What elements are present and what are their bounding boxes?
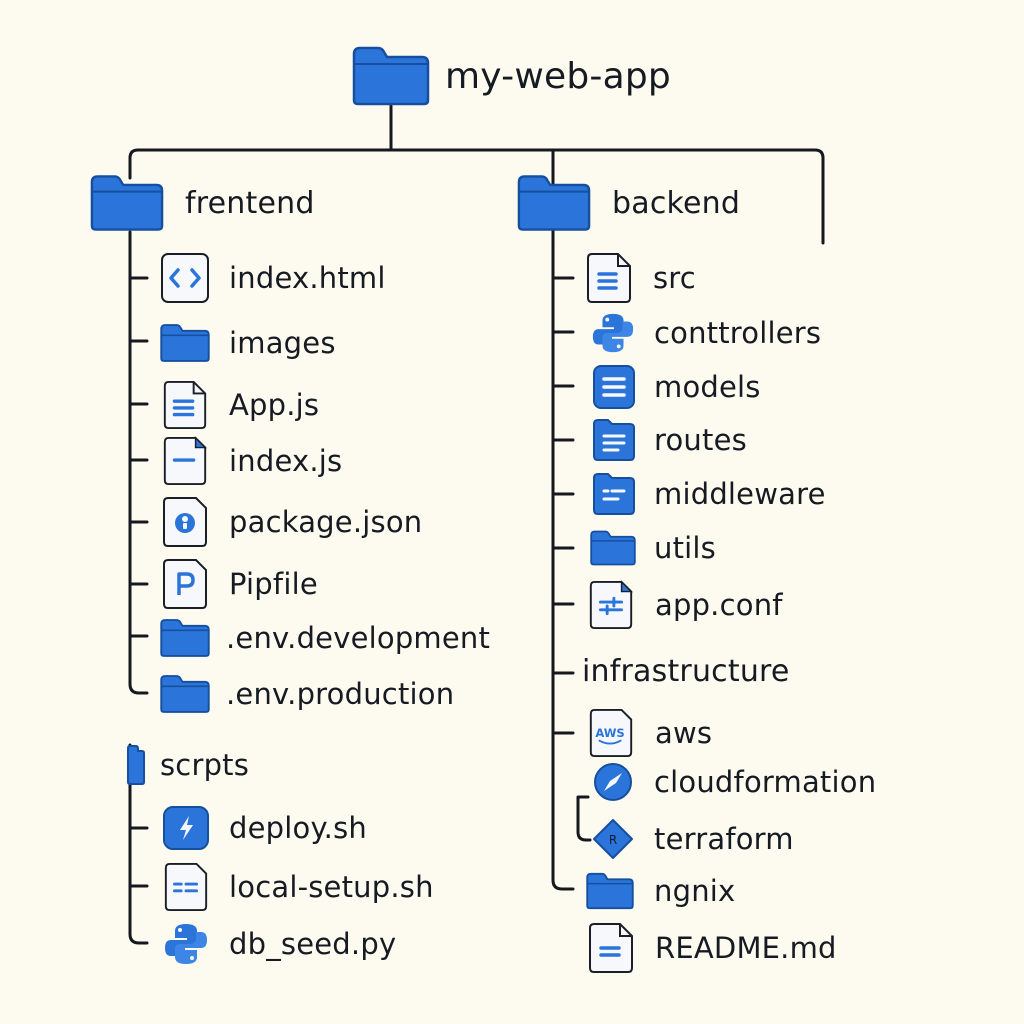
infra-item-label: README.md bbox=[655, 931, 837, 965]
frontend-folder-label: frentend bbox=[185, 185, 315, 221]
folder-icon bbox=[517, 175, 591, 231]
python-icon bbox=[592, 313, 634, 353]
infra-item-label: ngnix bbox=[654, 874, 736, 908]
infra-item-nginx[interactable]: ngnix bbox=[586, 870, 735, 912]
frontend-item-pipfile[interactable]: Pipfile bbox=[160, 558, 318, 610]
frontend-item-label: .env.development bbox=[226, 621, 491, 655]
frontend-item-label: package.json bbox=[229, 505, 423, 539]
infra-item-cloudformation[interactable]: cloudformation bbox=[593, 762, 876, 802]
folder-icon bbox=[586, 872, 634, 910]
scripts-item-label: deploy.sh bbox=[229, 811, 367, 845]
text-file-icon bbox=[163, 380, 207, 430]
scripts-folder[interactable]: scrpts bbox=[124, 744, 249, 786]
folder-icon bbox=[590, 530, 636, 566]
backend-item-label: models bbox=[654, 370, 761, 404]
text-file-icon bbox=[163, 436, 207, 486]
document-folder-icon bbox=[593, 473, 635, 515]
folder-icon bbox=[90, 175, 164, 231]
frontend-item-label: index.js bbox=[229, 444, 343, 478]
backend-item-src[interactable]: src bbox=[584, 252, 696, 304]
scripts-item-local-setup-sh[interactable]: local-setup.sh bbox=[162, 862, 434, 912]
backend-item-label: routes bbox=[654, 423, 747, 457]
infra-item-label: aws bbox=[655, 716, 713, 750]
backend-item-routes[interactable]: routes bbox=[592, 418, 747, 462]
backend-item-label: conttrollers bbox=[654, 316, 822, 350]
backend-item-app-conf[interactable]: app.conf bbox=[586, 580, 783, 630]
frontend-item-app-js[interactable]: App.js bbox=[160, 380, 319, 430]
folder-icon bbox=[160, 324, 210, 362]
scripts-item-db-seed-py[interactable]: db_seed.py bbox=[162, 920, 396, 968]
scripts-folder-label: scrpts bbox=[160, 748, 250, 782]
script-file-icon bbox=[164, 863, 208, 911]
infra-item-aws[interactable]: AWS aws bbox=[586, 708, 712, 758]
backend-folder[interactable]: backend bbox=[517, 174, 740, 232]
package-file-icon bbox=[163, 497, 207, 547]
document-icon bbox=[593, 365, 635, 409]
frontend-folder[interactable]: frentend bbox=[90, 174, 315, 232]
infrastructure-folder-label: infrastructure bbox=[582, 654, 790, 689]
scripts-item-deploy-sh[interactable]: deploy.sh bbox=[162, 805, 367, 851]
aws-badge-text: AWS bbox=[595, 726, 624, 740]
text-file-icon bbox=[589, 923, 633, 973]
document-folder-icon bbox=[593, 419, 635, 461]
frontend-item-label: images bbox=[229, 326, 336, 360]
scripts-item-label: local-setup.sh bbox=[229, 870, 434, 904]
backend-item-models[interactable]: models bbox=[592, 364, 761, 410]
folder-icon bbox=[352, 46, 430, 106]
folder-icon bbox=[160, 619, 210, 657]
frontend-item-index-js[interactable]: index.js bbox=[160, 436, 342, 486]
terraform-icon: R bbox=[593, 819, 633, 859]
folder-icon bbox=[160, 675, 210, 713]
frontend-item-label: App.js bbox=[229, 388, 320, 422]
frontend-item-package-json[interactable]: package.json bbox=[160, 496, 422, 548]
root-folder[interactable]: my-web-app bbox=[352, 46, 671, 106]
aws-icon: AWS bbox=[589, 708, 633, 758]
python-icon bbox=[165, 924, 207, 964]
text-file-icon bbox=[587, 253, 631, 303]
frontend-item-label: Pipfile bbox=[229, 567, 318, 601]
infra-item-label: cloudformation bbox=[654, 765, 877, 799]
scripts-item-label: db_seed.py bbox=[229, 927, 397, 961]
backend-item-label: app.conf bbox=[655, 588, 783, 622]
backend-item-label: utils bbox=[654, 531, 716, 565]
infrastructure-folder[interactable]: infrastructure bbox=[582, 654, 790, 689]
root-folder-label: my-web-app bbox=[445, 55, 671, 97]
infra-item-label: terraform bbox=[654, 822, 794, 856]
folder-icon bbox=[127, 745, 145, 785]
backend-item-middleware[interactable]: middleware bbox=[592, 472, 826, 516]
terraform-badge-text: R bbox=[609, 833, 617, 847]
frontend-item-label: .env.production bbox=[226, 677, 455, 711]
backend-item-utils[interactable]: utils bbox=[590, 527, 716, 569]
frontend-item-images[interactable]: images bbox=[160, 322, 336, 364]
infra-item-readme[interactable]: README.md bbox=[586, 922, 837, 974]
backend-item-controllers[interactable]: conttrollers bbox=[590, 310, 821, 356]
backend-item-label: src bbox=[653, 261, 696, 295]
frontend-item-label: index.html bbox=[229, 261, 386, 295]
frontend-item-env-development[interactable]: .env.development bbox=[160, 617, 490, 659]
infra-item-terraform[interactable]: R terraform bbox=[592, 818, 794, 860]
backend-item-label: middleware bbox=[654, 477, 826, 511]
code-file-icon bbox=[161, 253, 209, 303]
pipfile-icon bbox=[163, 559, 207, 609]
frontend-item-env-production[interactable]: .env.production bbox=[160, 673, 454, 715]
compass-icon bbox=[594, 763, 632, 801]
backend-folder-label: backend bbox=[612, 185, 741, 221]
frontend-item-index-html[interactable]: index.html bbox=[160, 252, 386, 304]
bolt-icon bbox=[163, 806, 209, 850]
config-file-icon bbox=[589, 580, 633, 630]
